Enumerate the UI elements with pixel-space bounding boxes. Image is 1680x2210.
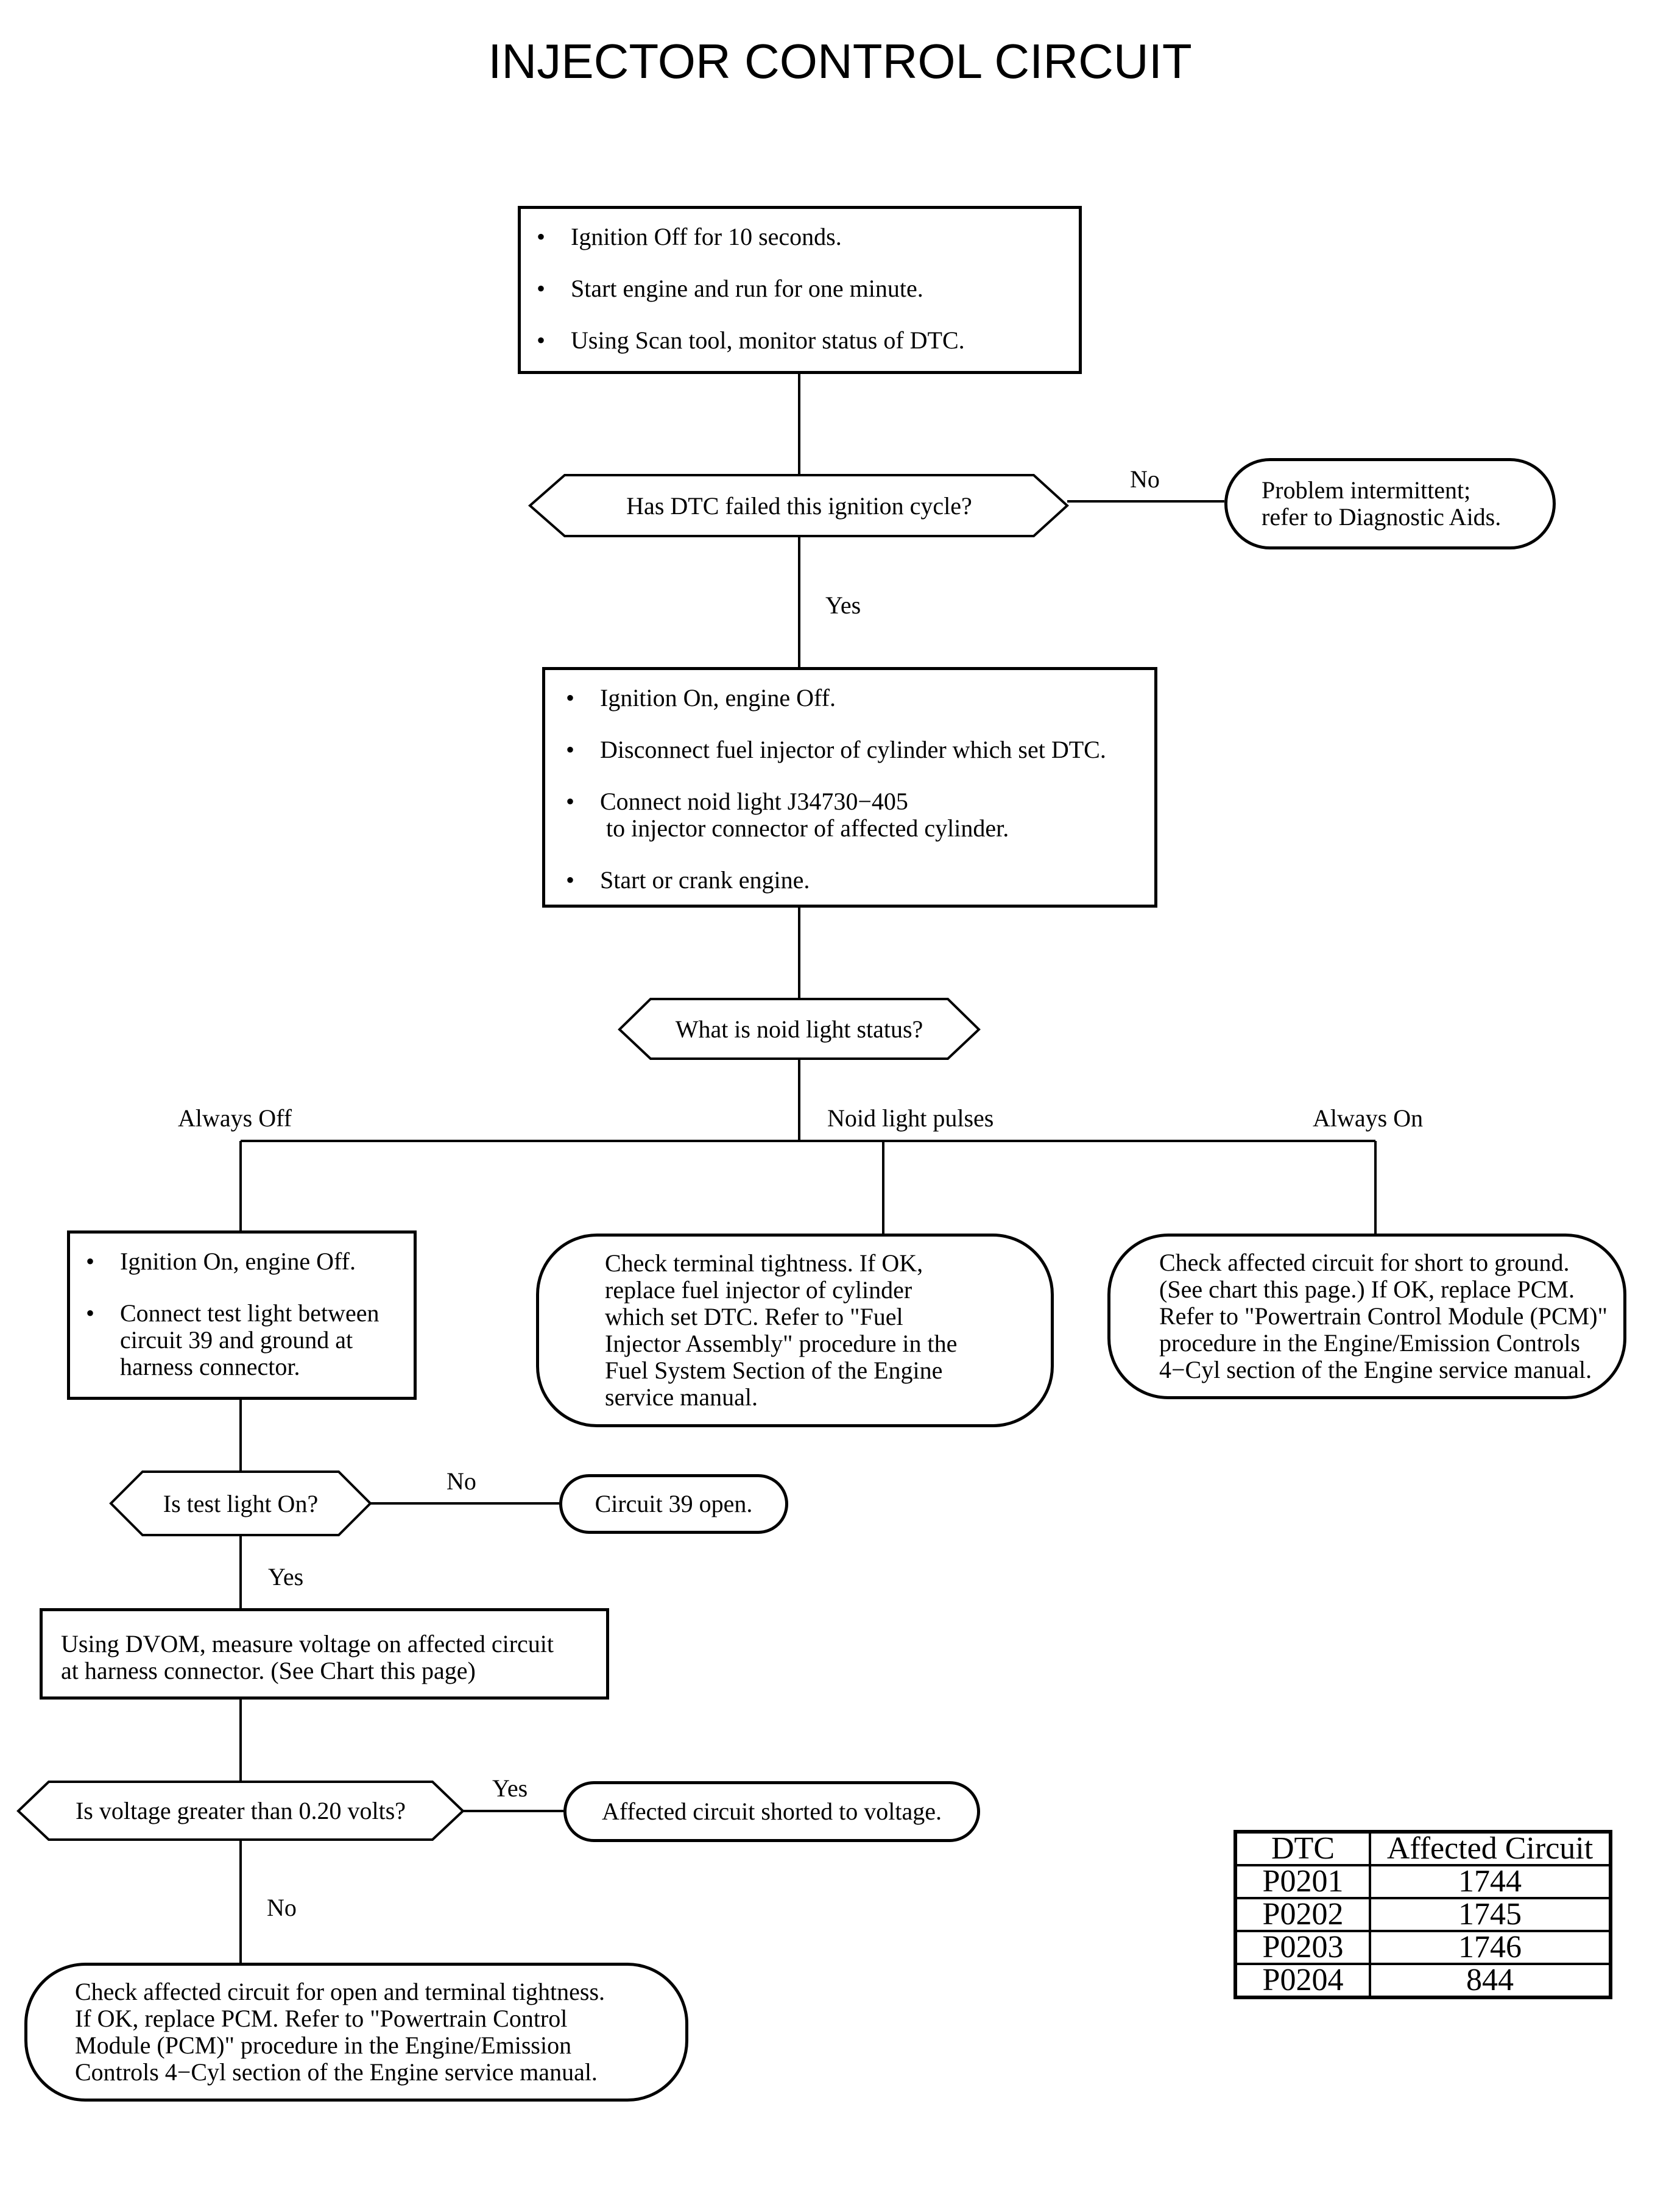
step2-bullet: Ignition On, engine Off. [550, 685, 1154, 712]
step2-box: Ignition On, engine Off. Disconnect fuel… [542, 667, 1157, 908]
step3-bullet: Ignition On, engine Off. [70, 1248, 414, 1276]
result3-terminal: Circuit 39 open. [559, 1474, 788, 1534]
dtc-code-cell: P0201 [1234, 1864, 1371, 1899]
page-title: INJECTOR CONTROL CIRCUIT [488, 34, 1192, 88]
dtc-table: DTC Affected Circuit P0201 1744 P0202 17… [1234, 1830, 1612, 1999]
result5-line: Check affected circuit for open and term… [75, 1978, 605, 2005]
affected-circuit-cell: 1744 [1369, 1864, 1612, 1899]
step1-box: Ignition Off for 10 seconds. Start engin… [518, 206, 1082, 374]
result-pulses-line: replace fuel injector of cylinder [605, 1276, 912, 1304]
result3-text: Circuit 39 open. [595, 1490, 753, 1517]
result-on-terminal: Check affected circuit for short to grou… [1107, 1234, 1626, 1399]
table-row: P0201 1744 [1234, 1864, 1612, 1899]
decision4-question: Is voltage greater than 0.20 volts? [75, 1797, 406, 1824]
dtc-table-header: DTC [1234, 1830, 1371, 1866]
affected-circuit-cell: 844 [1369, 1963, 1612, 1999]
result-pulses-line: Fuel System Section of the Engine [605, 1357, 943, 1384]
step4-line: Using DVOM, measure voltage on affected … [61, 1630, 554, 1658]
result-on-line: Refer to "Powertrain Control Module (PCM… [1159, 1302, 1608, 1330]
branch-label-noid-pulses: Noid light pulses [827, 1104, 994, 1132]
step2-bullet: Connect noid light J34730−405 to injecto… [550, 788, 1154, 842]
dtc-code-cell: P0204 [1234, 1963, 1371, 1999]
step1-bullet: Ignition Off for 10 seconds. [521, 224, 1079, 251]
result-pulses-terminal: Check terminal tightness. If OK, replace… [536, 1234, 1054, 1427]
step2-bullet: Disconnect fuel injector of cylinder whi… [550, 736, 1154, 764]
decision3-question: Is test light On? [163, 1489, 319, 1517]
result-on-line: procedure in the Engine/Emission Control… [1159, 1329, 1580, 1357]
dtc-table-header: Affected Circuit [1369, 1830, 1612, 1866]
branch-label-always-off: Always Off [178, 1104, 292, 1132]
result1-line: Problem intermittent; [1262, 476, 1471, 504]
decision3-shape [109, 1470, 372, 1536]
result4-text: Affected circuit shorted to voltage. [602, 1798, 942, 1825]
result-on-line: 4−Cyl section of the Engine service manu… [1159, 1356, 1592, 1383]
affected-circuit-cell: 1745 [1369, 1897, 1612, 1932]
step3-box: Ignition On, engine Off. Connect test li… [67, 1230, 417, 1400]
result5-line: Controls 4−Cyl section of the Engine ser… [75, 2058, 598, 2086]
dtc-code-cell: P0203 [1234, 1930, 1371, 1965]
decision3-no-label: No [446, 1467, 476, 1495]
dtc-table-header-row: DTC Affected Circuit [1234, 1830, 1612, 1866]
result5-line: If OK, replace PCM. Refer to "Powertrain… [75, 2005, 568, 2032]
decision2-question: What is noid light status? [675, 1015, 923, 1043]
step3-bullet: Connect test light between circuit 39 an… [70, 1300, 414, 1380]
dtc-code-cell: P0202 [1234, 1897, 1371, 1932]
result-pulses-line: Check terminal tightness. If OK, [605, 1249, 923, 1277]
decision1-no-label: No [1130, 465, 1160, 493]
result1-line: refer to Diagnostic Aids. [1262, 503, 1502, 531]
decision4-yes-label: Yes [492, 1774, 528, 1802]
table-row: P0202 1745 [1234, 1897, 1612, 1932]
result5-line: Module (PCM)" procedure in the Engine/Em… [75, 2032, 572, 2059]
result-pulses-line: Injector Assembly" procedure in the [605, 1330, 958, 1357]
decision1-shape [528, 474, 1069, 537]
step2-bullet: Start or crank engine. [550, 867, 1154, 894]
step4-box: Using DVOM, measure voltage on affected … [40, 1608, 609, 1700]
branch-label-always-on: Always On [1313, 1104, 1424, 1132]
table-row: P0204 844 [1234, 1963, 1612, 1999]
result1-terminal: Problem intermittent; refer to Diagnosti… [1224, 458, 1556, 549]
result-on-line: (See chart this page.) If OK, replace PC… [1159, 1276, 1575, 1303]
table-row: P0203 1746 [1234, 1930, 1612, 1965]
step1-bullet: Start engine and run for one minute. [521, 275, 1079, 303]
result5-terminal: Check affected circuit for open and term… [24, 1963, 688, 2102]
result-pulses-line: which set DTC. Refer to "Fuel [605, 1303, 903, 1330]
decision1-yes-label: Yes [825, 591, 861, 619]
result-on-line: Check affected circuit for short to grou… [1159, 1249, 1570, 1276]
decision1-question: Has DTC failed this ignition cycle? [626, 492, 972, 520]
affected-circuit-cell: 1746 [1369, 1930, 1612, 1965]
step1-bullet: Using Scan tool, monitor status of DTC. [521, 327, 1079, 355]
result4-terminal: Affected circuit shorted to voltage. [563, 1781, 980, 1842]
decision4-no-label: No [267, 1894, 297, 1921]
decision3-yes-label: Yes [268, 1563, 304, 1590]
decision4-shape [16, 1781, 465, 1841]
decision2-shape [618, 998, 981, 1060]
result-pulses-line: service manual. [605, 1383, 758, 1411]
step4-line: at harness connector. (See Chart this pa… [61, 1657, 476, 1684]
